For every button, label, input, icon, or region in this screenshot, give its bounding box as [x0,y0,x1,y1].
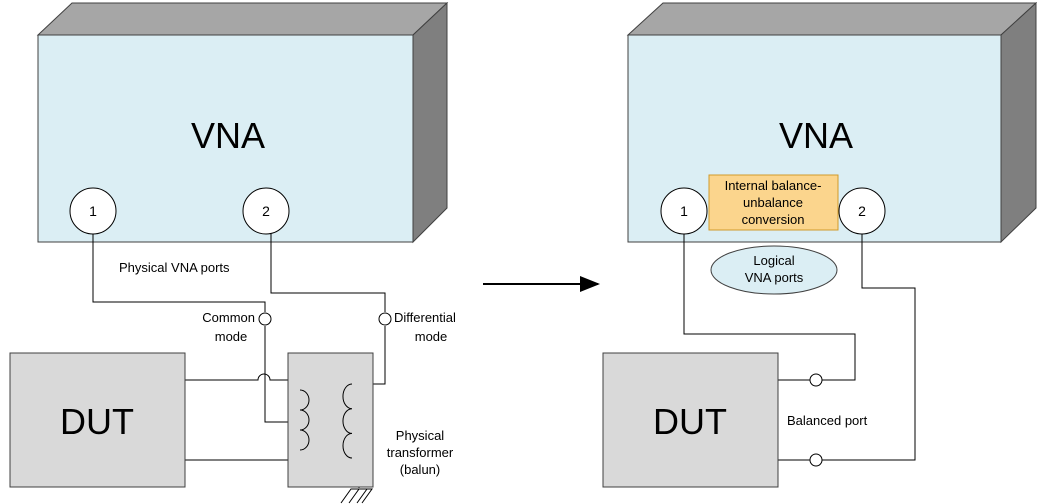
left-port-1-label: 1 [89,203,97,219]
logical-ports-label-2: VNA ports [745,270,804,285]
differential-mode-label-1: Differential [394,310,456,325]
conversion-label-3: conversion [742,212,805,227]
left-port-1: 1 [69,187,117,235]
differential-mode-label-2: mode [415,329,448,344]
logical-ports-label-1: Logical [753,253,794,268]
left-vna-label: VNA [191,115,265,156]
logical-ports-ellipse: Logical VNA ports [710,245,838,295]
balanced-port-terminal-top [809,373,823,387]
common-mode-label-2: mode [215,329,248,344]
balanced-port-label: Balanced port [787,413,868,428]
physical-ports-label: Physical VNA ports [119,260,230,275]
right-dut-box: DUT [602,352,779,488]
right-vna-top [626,2,1037,36]
conversion-box: Internal balance- unbalance conversion [708,174,839,231]
left-dut-label: DUT [60,401,134,442]
right-port-2-label: 2 [858,203,866,219]
left-dut-box: DUT [9,352,186,488]
right-vna-label: VNA [779,115,853,156]
differential-mode-terminal [378,312,392,326]
transformer-label-2: transformer [387,445,454,460]
left-port-2-label: 2 [262,203,270,219]
right-port-1-label: 1 [680,203,688,219]
right-dut-label: DUT [653,401,727,442]
right-port-2: 2 [838,187,886,235]
transformer-label-1: Physical [396,428,445,443]
primary-coil [299,389,310,451]
ground-icon [340,488,373,504]
left-port-2: 2 [242,187,290,235]
common-mode-terminal [258,312,272,326]
balanced-port-terminal-bottom [809,453,823,467]
conversion-label-2: unbalance [743,195,803,210]
left-vna-top [36,2,449,36]
right-vna-side [1000,1,1037,244]
right-port-1: 1 [660,187,708,235]
conversion-label-1: Internal balance- [725,178,822,193]
left-vna-side [412,1,448,244]
transformer-label-3: (balun) [400,462,440,477]
balun-transformer [287,352,374,504]
secondary-coil [342,383,353,459]
common-mode-label-1: Common [202,310,255,325]
right-wires [683,234,916,461]
